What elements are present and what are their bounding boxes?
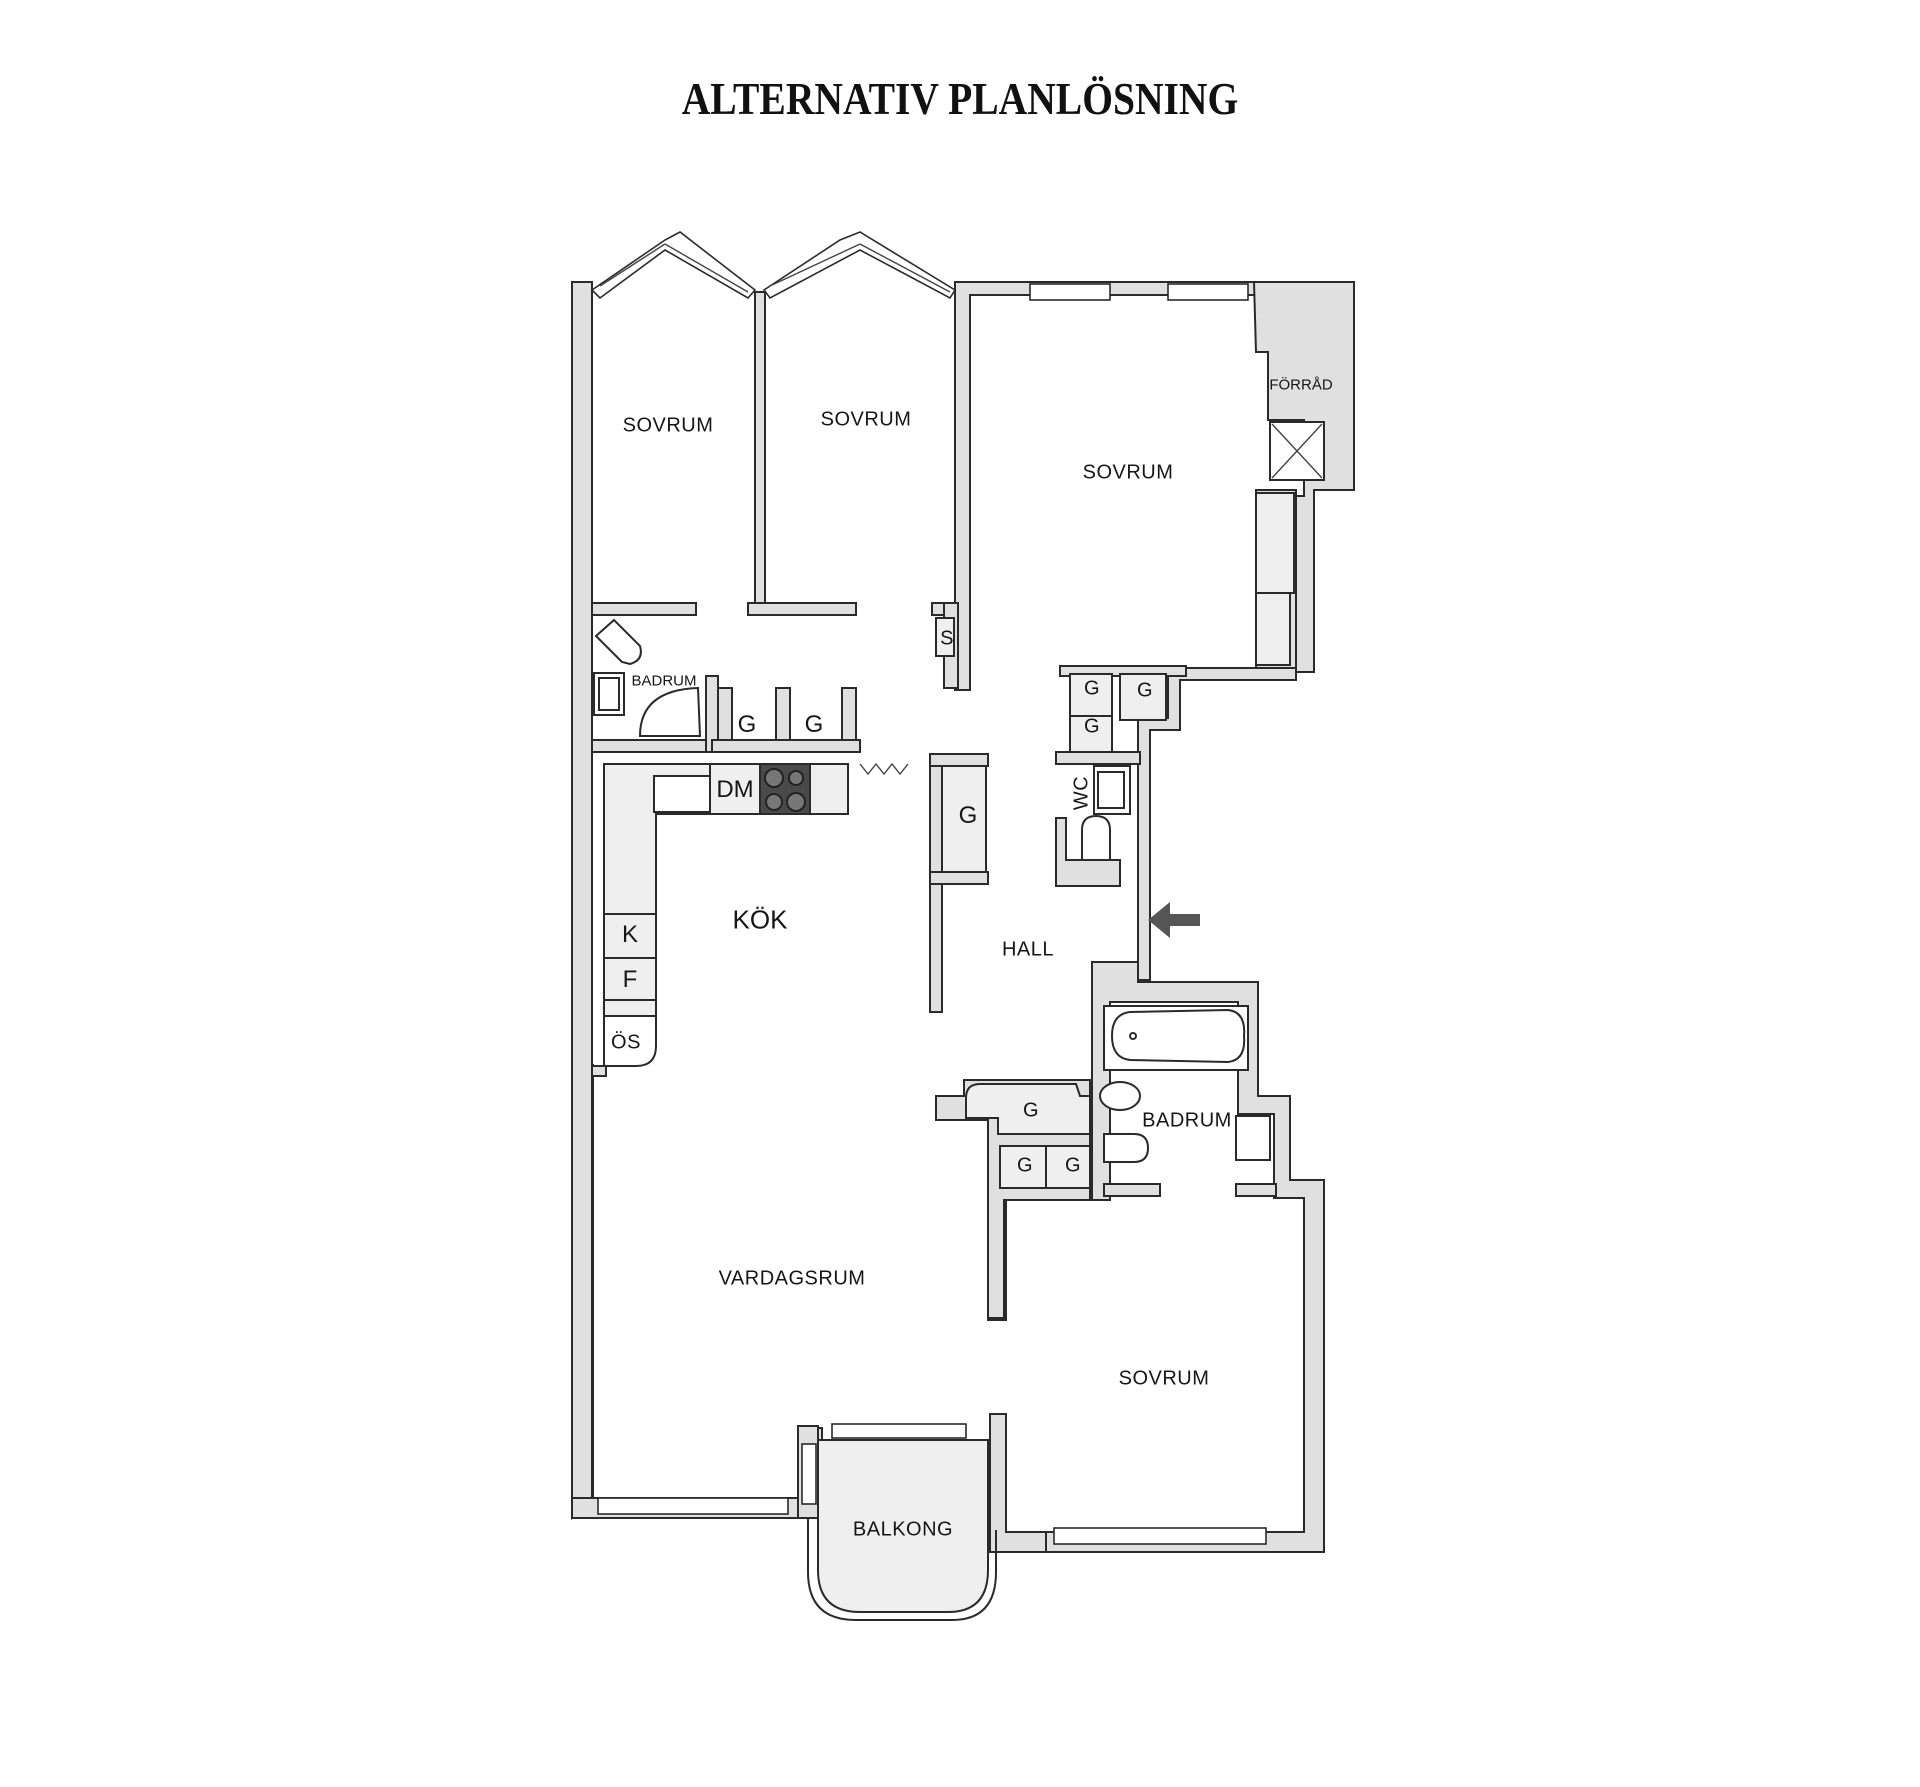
balcony-railing (807, 1518, 997, 1621)
room-label-sovrum-2: SOVRUM (820, 408, 912, 431)
bedroom-3-closet-b (1255, 592, 1291, 666)
dishwasher (709, 763, 761, 815)
closet-label-s: S (940, 627, 954, 650)
wardrobe-label-7: G (1022, 1099, 1040, 1122)
room-label-vardagsrum: VARDAGSRUM (718, 1267, 866, 1290)
wall-small-bath-bottom (591, 739, 713, 753)
wardrobe-label-8: G (1016, 1154, 1034, 1177)
wardrobe-label-1: G (737, 711, 757, 738)
room-label-sovrum-4: SOVRUM (1118, 1367, 1210, 1390)
wardrobe-wc-c (1119, 673, 1167, 721)
hall-wardrobe (941, 765, 987, 873)
room-label-kok: KÖK (732, 904, 788, 935)
wc-toilet (1081, 814, 1111, 863)
window-bedroom-3-b (1167, 283, 1249, 301)
page-title: ALTERNATIV PLANLÖSNING (681, 73, 1239, 124)
bay-window-2 (762, 231, 957, 300)
wall-oven (603, 1015, 657, 1067)
fridge-label: K (621, 921, 639, 948)
bay-window-1 (590, 231, 757, 300)
room-label-badrum-large: BADRUM (1142, 1109, 1232, 1132)
room-label-wc: WC (1070, 775, 1093, 811)
wardrobe-label-4: G (1083, 677, 1101, 700)
wardrobe-bath-c (1045, 1145, 1091, 1189)
bidet (1099, 1081, 1141, 1111)
wall-bedroom-1-bottom (591, 602, 697, 616)
hall-wardrobe-top (929, 753, 989, 767)
freezer-label: F (622, 966, 638, 993)
bathtub (1110, 1008, 1246, 1064)
room-label-sovrum-1: SOVRUM (622, 414, 714, 437)
balcony (817, 1439, 989, 1613)
freezer (603, 957, 657, 1001)
wall-wardrobes-bottom (711, 739, 861, 753)
wardrobe-bath-a (965, 1083, 1091, 1135)
wall-bedroom-2-bottom (747, 602, 857, 616)
shower-small-bath (638, 686, 702, 737)
entrance-arrow-icon (1148, 902, 1200, 938)
room-label-balkong: BALKONG (852, 1518, 954, 1541)
fridge (603, 913, 657, 959)
bedroom-3-closet-a (1255, 492, 1295, 594)
sink-large-bath (1235, 1115, 1271, 1161)
sliding-door (859, 762, 909, 776)
toilet-small-bath (594, 618, 642, 666)
s-closet (935, 617, 955, 657)
balcony-wall-right (989, 1413, 1047, 1553)
wc-wall (1055, 817, 1121, 887)
window-balcony-top (831, 1423, 967, 1439)
outer-wall-top-right (954, 281, 1257, 691)
room-label-forrad: FÖRRÅD (1269, 376, 1333, 394)
window-balcony-side (801, 1443, 817, 1505)
partition-bedroom-1-2 (754, 291, 766, 611)
wall-oven-label: ÖS (611, 1031, 641, 1054)
wardrobe-block-wall (935, 1079, 1091, 1319)
wardrobe-label-3: G (958, 802, 978, 829)
outer-wall-left-segment (571, 281, 593, 1519)
room-label-hall: HALL (1001, 938, 1055, 961)
wardrobe-label-2: G (804, 711, 824, 738)
dishwasher-label: DM (716, 776, 754, 803)
kitchen-sink (653, 775, 711, 813)
toilet-large-bath (1103, 1133, 1150, 1163)
room-label-badrum-small: BADRUM (631, 672, 697, 690)
wardrobe-label-5: G (1083, 715, 1101, 738)
window-bedroom-3-a (1029, 283, 1111, 301)
wardrobe-label-9: G (1064, 1154, 1082, 1177)
window-bedroom-4 (1053, 1527, 1267, 1545)
window-living (597, 1497, 789, 1515)
room-label-sovrum-3: SOVRUM (1082, 461, 1174, 484)
wardrobe-label-6: G (1136, 679, 1154, 702)
wardrobe-bath-b (999, 1145, 1047, 1189)
